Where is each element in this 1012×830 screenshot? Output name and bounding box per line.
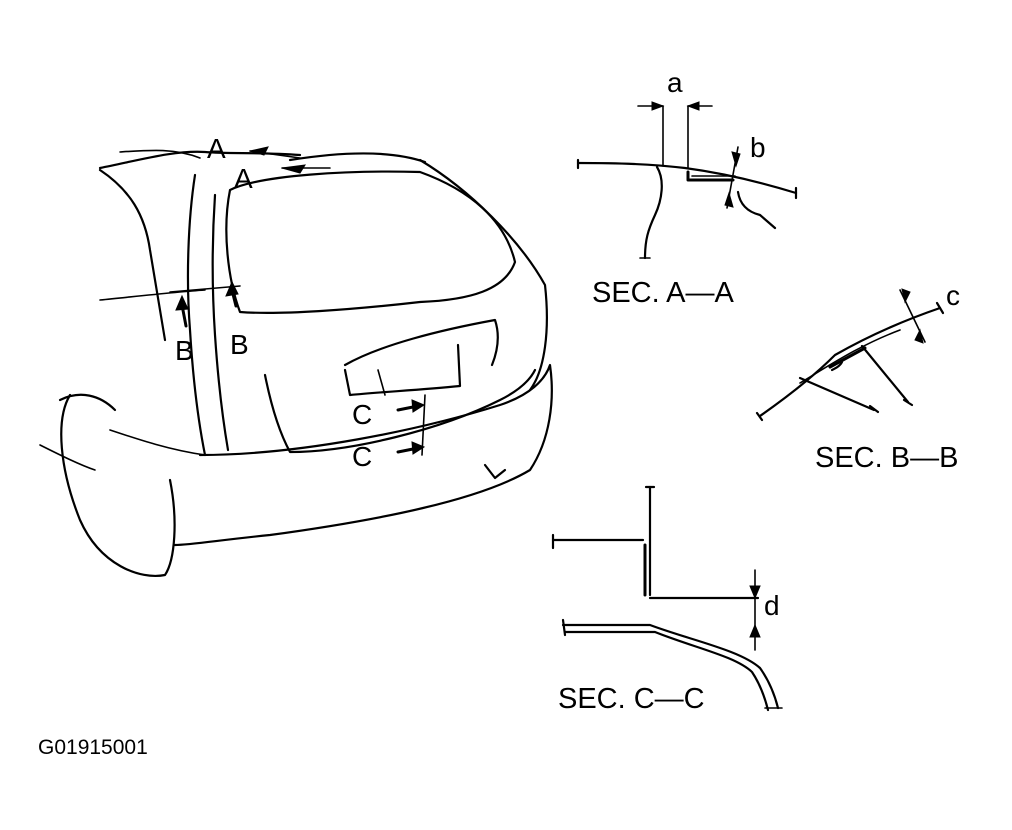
- section-a-a-detail: [576, 101, 798, 260]
- label-c-upper: C: [352, 399, 372, 430]
- label-c-lower: C: [352, 441, 372, 472]
- label-a-inner: A: [234, 163, 253, 194]
- section-b-b-title: SEC. B—B: [815, 442, 958, 474]
- label-b-inner: B: [230, 329, 249, 360]
- section-c-c-detail: [551, 485, 783, 712]
- section-a-a-title: SEC. A—A: [592, 277, 734, 309]
- section-b-b-detail: [755, 288, 945, 422]
- figure-code: G01915001: [38, 736, 148, 759]
- label-b-outer: B: [175, 335, 194, 366]
- dim-b-label: b: [750, 132, 766, 163]
- dim-a-label: a: [667, 67, 683, 98]
- dim-c-label: c: [946, 280, 960, 311]
- vehicle-rear-view: [39, 149, 553, 577]
- section-arrows: [169, 146, 426, 456]
- dim-d-label: d: [764, 590, 780, 621]
- section-c-c-title: SEC. C—C: [558, 683, 705, 715]
- label-a-outer: A: [207, 133, 226, 164]
